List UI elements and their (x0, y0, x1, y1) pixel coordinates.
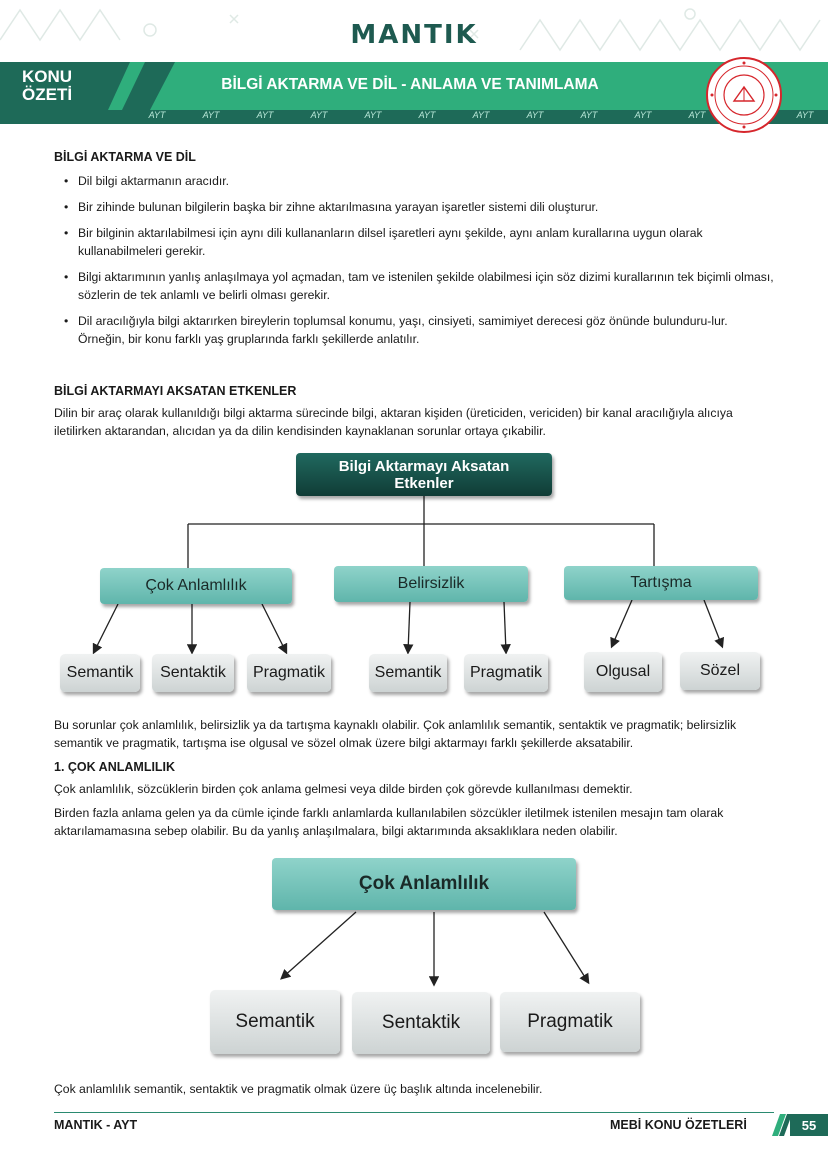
ayt-label: AYT (256, 110, 274, 120)
ayt-label: AYT (796, 110, 814, 120)
root-line1: Bilgi Aktarmayı Aksatan (338, 457, 510, 475)
header-band (0, 62, 828, 124)
section-aksatan-etkenler: BİLGİ AKTARMAYI AKSATAN ETKENLER Dilin b… (54, 382, 774, 440)
konu-line1: KONU (22, 67, 73, 86)
leaf-semantik-2: Semantik (369, 654, 447, 692)
bullet-item: Bilgi aktarımının yanlış anlaşılmaya yol… (54, 268, 774, 304)
node-belirsizlik: Belirsizlik (334, 566, 528, 602)
leaf-sozel: Sözel (680, 652, 760, 690)
leaf-pragmatik: Pragmatik (247, 654, 331, 692)
page-number: 55 (790, 1114, 828, 1136)
bullet-list: Dil bilgi aktarmanın aracıdır. Bir zihin… (54, 172, 774, 348)
leaf2-pragmatik: Pragmatik (500, 992, 640, 1052)
ayt-label: AYT (526, 110, 544, 120)
paragraph: Birden fazla anlama gelen ya da cümle iç… (54, 806, 724, 838)
ayt-label: AYT (418, 110, 436, 120)
section-heading: 1. ÇOK ANLAMLILIK (54, 760, 176, 774)
summary-paragraph: Bu sorunlar çok anlamlılık, belirsizlik … (54, 718, 737, 750)
node-tartisma: Tartışma (564, 566, 758, 600)
section-cok-anlamlilik: Bu sorunlar çok anlamlılık, belirsizlik … (54, 716, 774, 840)
ayt-label: AYT (148, 110, 166, 120)
leaf-semantik: Semantik (60, 654, 140, 692)
ayt-label: AYT (634, 110, 652, 120)
ayt-label: AYT (202, 110, 220, 120)
leaf2-semantik: Semantik (210, 990, 340, 1054)
footer-slash-icon (772, 1114, 792, 1136)
bullet-item: Dil aracılığıyla bilgi aktarırken bireyl… (54, 312, 774, 348)
closing-paragraph: Çok anlamlılık semantik, sentaktik ve pr… (54, 1082, 543, 1096)
ayt-label: AYT (364, 110, 382, 120)
leaf-olgusal: Olgusal (584, 652, 662, 692)
leaf-sentaktik: Sentaktik (152, 654, 234, 692)
section-intro: Dilin bir araç olarak kullanıldığı bilgi… (54, 406, 733, 438)
node-cok-anlamlilik: Çok Anlamlılık (100, 568, 292, 604)
footer-left: MANTIK - AYT (54, 1118, 138, 1132)
header-pattern (0, 0, 828, 62)
konu-ozeti-label: KONU ÖZETİ (22, 68, 72, 104)
footer-divider (54, 1112, 774, 1113)
ayt-label: AYT (310, 110, 328, 120)
diagram2-root-box: Çok Anlamlılık (272, 858, 576, 910)
section-heading: BİLGİ AKTARMAYI AKSATAN ETKENLER (54, 384, 297, 398)
leaf-pragmatik-2: Pragmatik (464, 654, 548, 692)
ayt-label: AYT (472, 110, 490, 120)
footer-right: MEBİ KONU ÖZETLERİ (610, 1118, 747, 1132)
bullet-item: Bir zihinde bulunan bilgilerin başka bir… (54, 198, 774, 216)
page-title: MANTIK (350, 20, 478, 50)
ayt-label: AYT (688, 110, 706, 120)
root-line2: Etkenler (394, 474, 454, 492)
band-title: BİLGİ AKTARMA VE DİL - ANLAMA VE TANIMLA… (221, 76, 599, 93)
section-heading: BİLGİ AKTARMA VE DİL (54, 150, 196, 164)
diagram-root-box: Bilgi Aktarmayı Aksatan Etkenler (296, 453, 552, 496)
section-bilgi-aktarma: BİLGİ AKTARMA VE DİL Dil bilgi aktarmanı… (54, 148, 774, 356)
bullet-item: Bir bilginin aktarılabilmesi için aynı d… (54, 224, 774, 260)
bullet-item: Dil bilgi aktarmanın aracıdır. (54, 172, 774, 190)
konu-line2: ÖZETİ (22, 85, 73, 104)
leaf2-sentaktik: Sentaktik (352, 992, 490, 1054)
ministry-seal-icon (706, 57, 782, 133)
paragraph: Çok anlamlılık, sözcüklerin birden çok a… (54, 782, 633, 796)
ayt-label: AYT (580, 110, 598, 120)
